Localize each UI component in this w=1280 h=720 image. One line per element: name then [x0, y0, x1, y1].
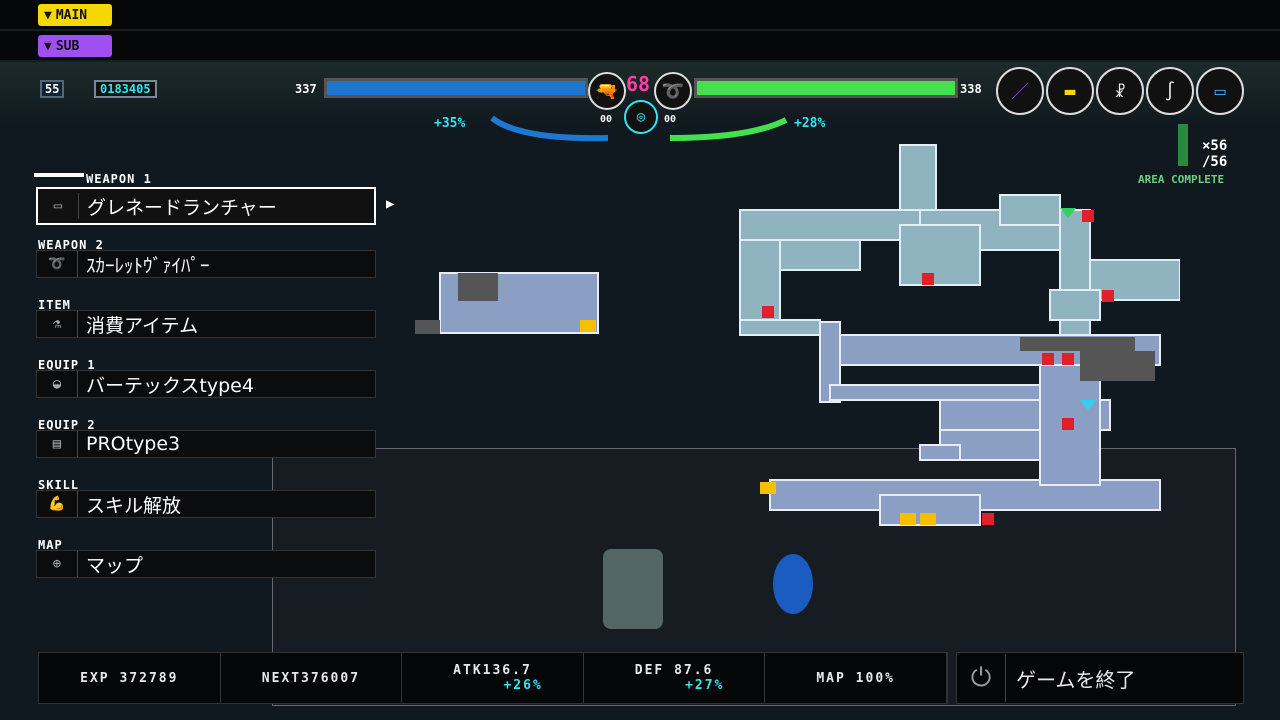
menu-item-equip-2[interactable]: ▤ PROtype3 — [36, 430, 376, 458]
map-unexplored-rooms — [415, 273, 1155, 381]
whip-icon[interactable]: ∫ — [1146, 67, 1194, 115]
power-icon: ⏻ — [957, 654, 1006, 702]
area-status: AREA COMPLETE — [1138, 173, 1225, 186]
hp-right-value: 338 — [960, 82, 982, 96]
right-gauge-arc — [669, 117, 788, 141]
def-bonus: +27% — [685, 678, 725, 693]
main-bar — [0, 0, 1280, 31]
next-value: NEXT376007 — [261, 670, 361, 686]
pot-icon: ⚗ — [37, 311, 78, 337]
area-total: /56 — [1202, 154, 1228, 170]
menu-item-value: 消費アイテム — [86, 314, 199, 337]
menu-item-map[interactable]: ⊕ マップ — [36, 550, 376, 578]
def-stat: DEF 87.6+27% — [584, 653, 766, 703]
map-stat: MAP 100% — [765, 653, 947, 703]
menu-item-value: バーテックスtype4 — [86, 374, 254, 397]
whip-icon: ➰ — [37, 251, 78, 277]
sub-tag: ▼SUB — [38, 35, 112, 57]
center-value: 68 — [626, 72, 651, 96]
menu-label-item: ITEM — [38, 298, 71, 312]
player-sprite — [603, 549, 663, 629]
area-count: ×56 — [1202, 138, 1228, 154]
menu-item-item[interactable]: ⚗ 消費アイテム — [36, 310, 376, 338]
gauge-arcs — [490, 115, 788, 142]
right-bonus: +28% — [794, 116, 826, 131]
menu-label-equip-1: EQUIP 1 — [38, 358, 96, 372]
objective-marker-icon — [1080, 400, 1096, 410]
current-marker-icon — [1060, 208, 1076, 218]
menu-label-skill: SKILL — [38, 478, 80, 492]
menu-label-weapon-2: WEAPON 2 — [38, 238, 104, 252]
area-map — [415, 144, 1180, 526]
syringe-icon[interactable]: ／ — [996, 67, 1044, 115]
stats-panel: EXP 372789 NEXT376007 ATK136.7+26% DEF 8… — [38, 652, 948, 704]
menu-item-value: グレネードランチャー — [87, 196, 277, 219]
radar-icon: ◎ — [624, 100, 658, 134]
left-ammo: 00 — [600, 114, 613, 125]
next-stat: NEXT376007 — [221, 653, 403, 703]
menu-label-weapon-1: WEAPON 1 — [86, 172, 152, 186]
quit-label: ゲームを終了 — [1016, 667, 1136, 692]
menu-item-skill[interactable]: 💪 スキル解放 — [36, 490, 376, 518]
map-rooms-upper — [739, 144, 1180, 361]
menu-item-value: スキル解放 — [86, 494, 182, 517]
atk-value: ATK136.7 — [453, 663, 532, 678]
warp-markers — [580, 320, 936, 525]
arm-icon: 💪 — [37, 491, 78, 517]
sketch-figure-icon[interactable]: ☧ — [1096, 67, 1144, 115]
quit-game-button[interactable]: ⏻ ゲームを終了 — [956, 652, 1244, 704]
armor-icon: ◒ — [37, 371, 78, 397]
main-label: MAIN — [55, 7, 88, 23]
def-value: DEF 87.6 — [634, 663, 714, 678]
save-room-markers — [762, 210, 1114, 525]
menu-item-equip-1[interactable]: ◒ バーテックスtype4 — [36, 370, 376, 398]
grenade-launcher-icon: ▭ — [38, 193, 79, 219]
cursor-arrow-icon: ▶ — [386, 196, 395, 212]
sp-bar — [694, 78, 958, 98]
left-bonus: +35% — [434, 116, 466, 131]
left-gauge-arc — [490, 115, 609, 142]
menu-item-value: マップ — [86, 554, 144, 577]
menu-item-weapon-1[interactable]: ▭ グレネードランチャー — [36, 187, 376, 225]
gun-icon: ▼ — [44, 7, 52, 23]
hp-left-value: 337 — [295, 82, 317, 96]
main-tag: ▼MAIN — [38, 4, 112, 26]
map-pin-icon: ⊕ — [37, 551, 78, 577]
menu-label-equip-2: EQUIP 2 — [38, 418, 96, 432]
map-value: MAP 100% — [816, 670, 895, 686]
whip-icon: ➰ — [654, 72, 692, 110]
area-bottle-icon — [1178, 124, 1188, 166]
menu-item-value: ｽｶｰﾚｯﾄｳﾞｧｲﾊﾟｰ — [86, 254, 210, 277]
map-rooms-lower — [439, 272, 1161, 526]
menu-label-map: MAP — [38, 538, 63, 552]
right-ammo: 00 — [664, 114, 677, 125]
menu-item-value: PROtype3 — [86, 433, 181, 455]
device-icon[interactable]: ▭ — [1196, 67, 1244, 115]
gun-icon: ▼ — [44, 38, 52, 54]
chip-icon: ▤ — [37, 431, 78, 457]
sub-bar — [0, 31, 1280, 62]
ghost-enemy-sprite — [773, 554, 813, 614]
atk-bonus: +26% — [503, 678, 543, 693]
weapon-icon: 🔫 — [588, 72, 626, 110]
atk-stat: ATK136.7+26% — [402, 653, 584, 703]
menu-item-weapon-2[interactable]: ➰ ｽｶｰﾚｯﾄｳﾞｧｲﾊﾟｰ — [36, 250, 376, 278]
menu-selection-underline — [34, 173, 84, 177]
hp-bar — [324, 78, 588, 98]
exp-value: EXP 372789 — [80, 670, 179, 686]
money-counter: 0183405 — [94, 80, 157, 98]
sub-label: SUB — [55, 38, 80, 54]
card-icon[interactable]: ▬ — [1046, 67, 1094, 115]
level-badge: 55 — [40, 80, 65, 98]
exp-stat: EXP 372789 — [39, 653, 221, 703]
